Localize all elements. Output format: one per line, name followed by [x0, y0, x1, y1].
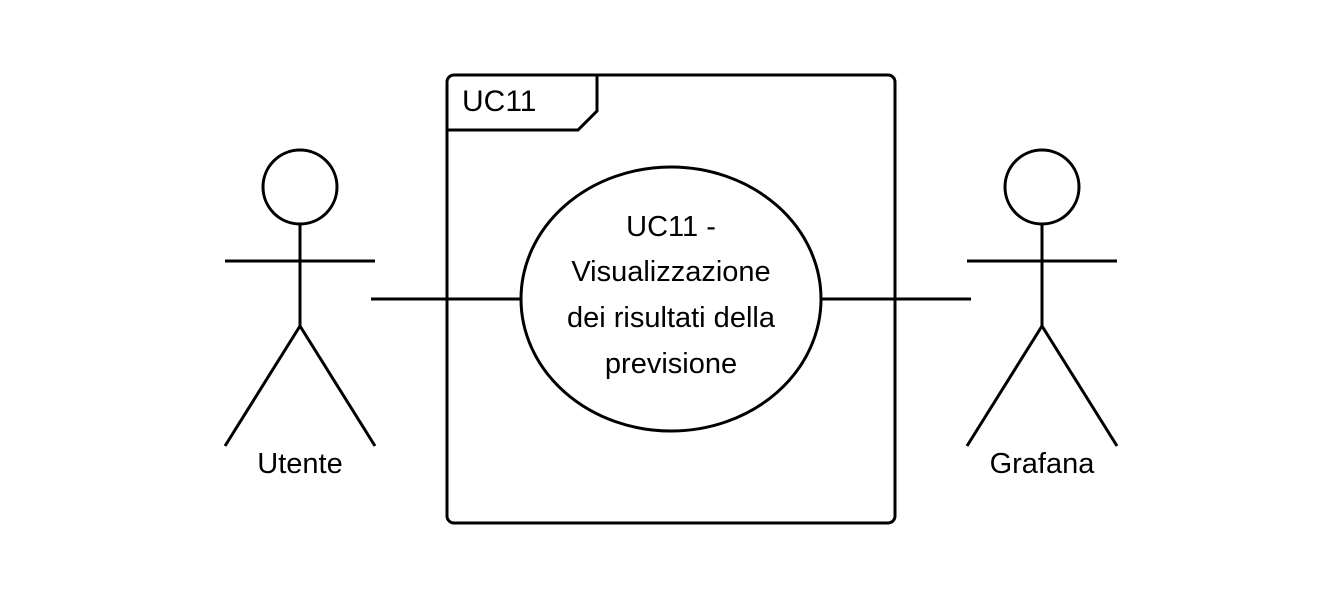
frame-label: UC11	[462, 85, 536, 118]
actor-grafana: Grafana	[965, 148, 1119, 480]
actor-right-leg	[298, 325, 377, 447]
actor-left-leg	[965, 325, 1044, 447]
use-case-ellipse	[519, 165, 823, 433]
actor-head	[261, 148, 339, 226]
use-case-line-4: previsione	[605, 348, 737, 380]
actor-utente: Utente	[223, 148, 377, 480]
actor-label-grafana: Grafana	[990, 448, 1096, 480]
use-case: UC11 - Visualizzazione dei risultati del…	[519, 165, 823, 433]
actor-head	[1003, 148, 1081, 226]
actor-label-utente: Utente	[257, 448, 342, 480]
use-case-line-3: dei risultati della	[567, 302, 776, 334]
actor-right-leg	[1040, 325, 1119, 447]
actor-left-leg	[223, 325, 302, 447]
use-case-line-1: UC11 -	[626, 211, 716, 243]
frame-tab	[447, 75, 599, 132]
use-case-line-2: Visualizzazione	[571, 256, 770, 288]
